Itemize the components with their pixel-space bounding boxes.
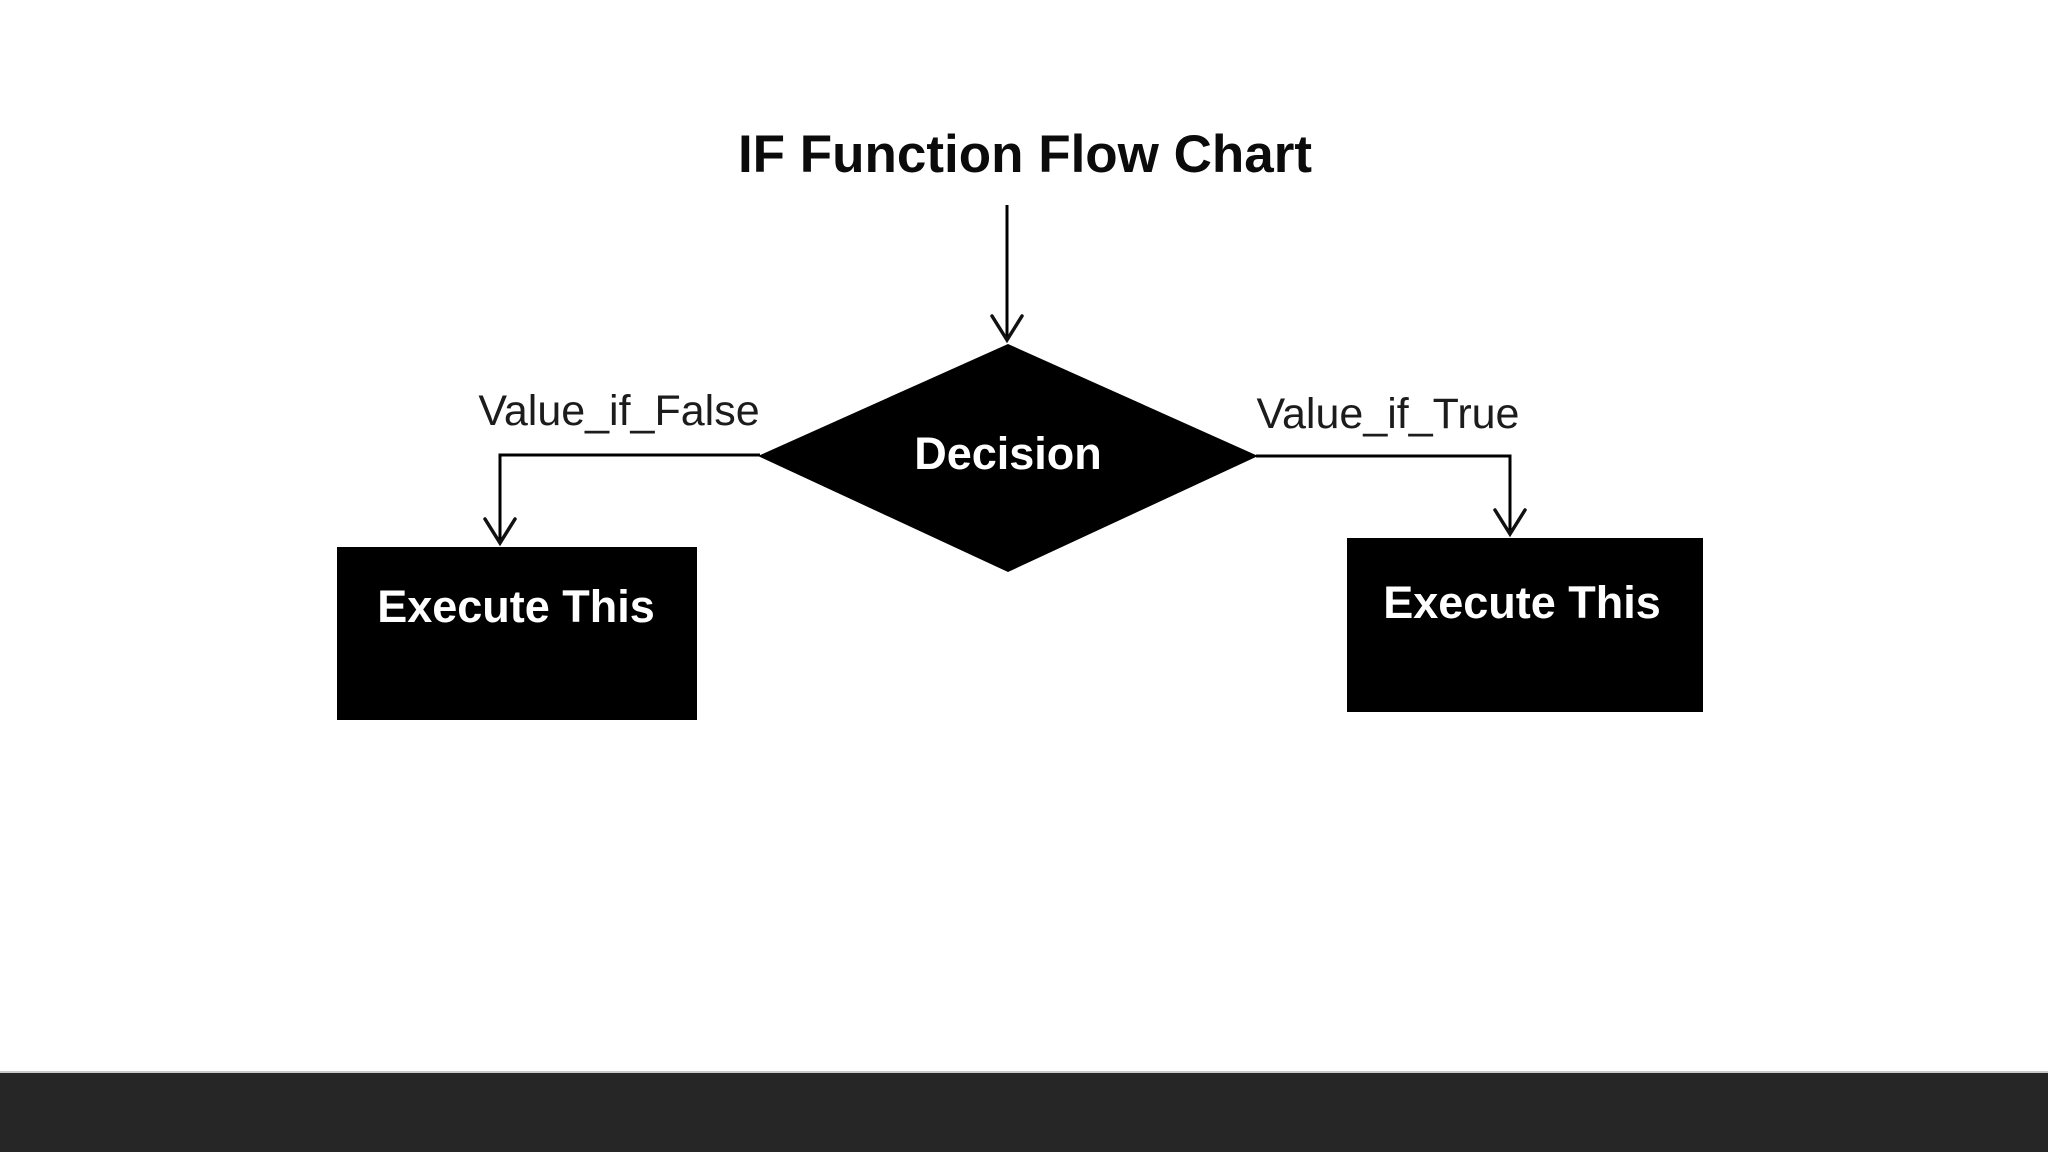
arrow-down-head-icon: [483, 517, 517, 547]
false-branch-connector: [498, 453, 760, 542]
execute-this-false-label: Execute This: [377, 581, 655, 632]
execute-this-true-label: Execute This: [1383, 577, 1661, 628]
decision-node-label: Decision: [914, 428, 1102, 479]
execute-this-true-node: [1347, 538, 1703, 712]
true-branch-label: Value_if_True: [1257, 390, 1520, 438]
false-branch-label: Value_if_False: [478, 387, 759, 435]
footer-bar: [0, 1073, 2048, 1152]
footer-bar-top-line: [0, 1071, 2048, 1073]
diagram-title: IF Function Flow Chart: [738, 125, 1312, 184]
decision-diamond-node: [758, 344, 1258, 572]
true-branch-connector: [1256, 454, 1512, 533]
execute-this-false-node: [337, 547, 697, 720]
arrow-down-head-icon: [990, 314, 1024, 344]
arrow-down-head-icon: [1493, 508, 1527, 538]
